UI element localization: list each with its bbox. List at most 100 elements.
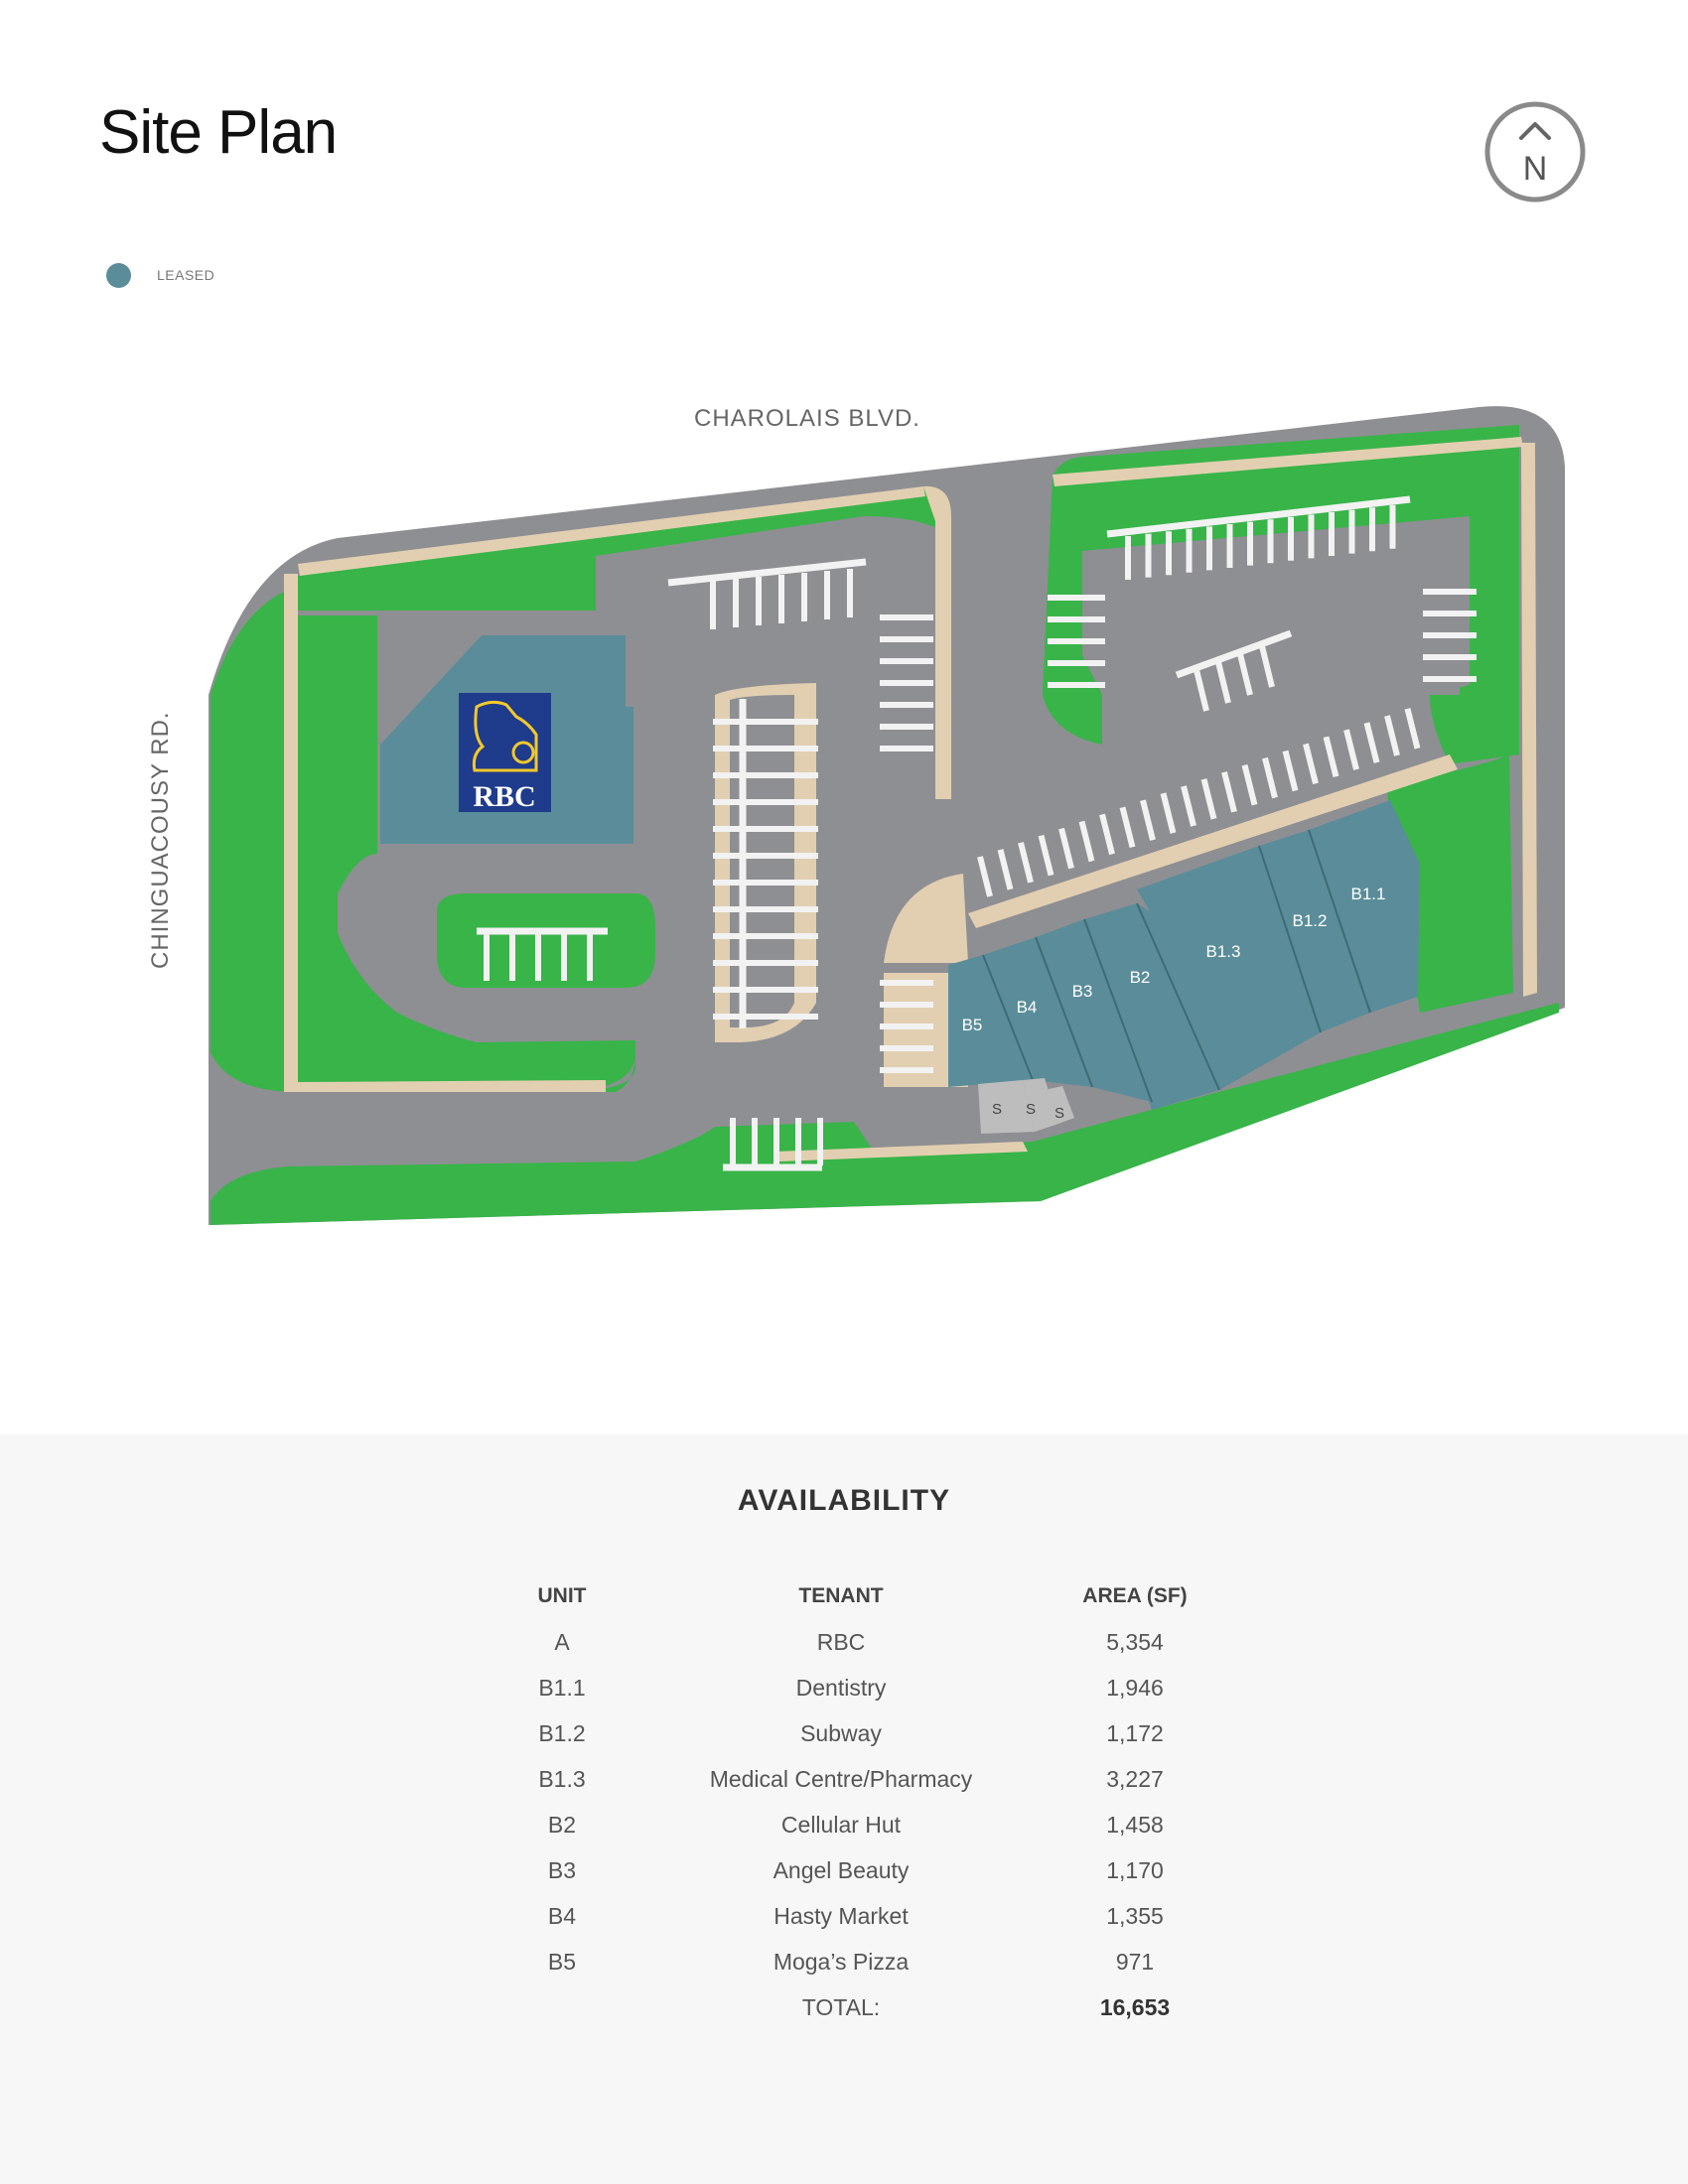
parking-stripe [1078, 820, 1095, 863]
unit-b4 [983, 937, 1092, 1087]
parking-stripe [1215, 661, 1231, 704]
service-room-2 [1023, 1078, 1058, 1132]
north-arrow-icon: N [1484, 101, 1586, 203]
landscape-north-left [298, 485, 951, 611]
parking-stripe [1221, 771, 1237, 813]
sidewalk-corner-east [884, 973, 968, 1087]
table-row: B4 Hasty Market 1,355 [483, 1893, 1229, 1939]
availability-section: AVAILABILITY UNIT TENANT AREA (SF) A RBC… [0, 1434, 1688, 2184]
parking-stripe [1099, 813, 1115, 856]
cell-area: 971 [1115, 1948, 1155, 1975]
table-header: UNIT TENANT AREA (SF) [483, 1573, 1229, 1619]
parking-stripe [1181, 785, 1196, 827]
cell-unit: B3 [547, 1856, 577, 1883]
unit-label-b1-3: B1.3 [1206, 942, 1241, 961]
rbc-logo-text: RBC [473, 780, 535, 813]
site-map: RBC B1.1 B1.2 B1.3 B2 B3 B4 B5 S S [209, 406, 1565, 1225]
parking-stripe [1058, 827, 1074, 870]
cell-unit: B2 [547, 1811, 577, 1838]
unit-b3 [1036, 919, 1152, 1102]
cell-unit: B1.3 [538, 1765, 586, 1792]
page-title: Site Plan [99, 98, 338, 167]
header-tenant: TENANT [798, 1584, 884, 1607]
sidewalk-south [774, 1142, 1028, 1161]
parking-stripe [1259, 645, 1275, 688]
cell-area: 1,355 [1106, 1902, 1164, 1929]
cell-unit: B4 [547, 1902, 577, 1929]
parking-stalls [477, 495, 1477, 1171]
landscape-northeast [1043, 425, 1519, 764]
service-room-1 [978, 1080, 1035, 1134]
compass-letter: N [1523, 150, 1548, 188]
cell-unit: A [554, 1628, 570, 1655]
parking-stripe [1363, 722, 1380, 763]
sidewalk-corner [884, 874, 968, 963]
drive-thru-island [437, 893, 655, 988]
cell-tenant: Moga’s Pizza [773, 1948, 910, 1975]
road-label-north: CHAROLAIS BLVD. [694, 405, 920, 432]
table-row: A RBC 5,354 [483, 1619, 1229, 1665]
unit-b1-1 [1309, 800, 1420, 1013]
sidewalk-north-island [923, 485, 951, 799]
parking-stripe [1038, 834, 1055, 877]
parking-stripe [1404, 708, 1421, 750]
parking-stripe [997, 849, 1014, 890]
sidewalk-north [298, 486, 925, 576]
table-row: B1.2 Subway 1,172 [483, 1710, 1229, 1756]
parking-stripe [1200, 778, 1217, 820]
cell-tenant: Medical Centre/Pharmacy [709, 1765, 973, 1792]
unit-label-b4: B4 [1017, 998, 1038, 1017]
cell-area: 3,227 [1106, 1765, 1164, 1792]
lot-northeast [1102, 521, 1460, 854]
cell-tenant: Cellular Hut [780, 1811, 902, 1838]
unit-label-b5: B5 [962, 1016, 983, 1034]
table-row: B3 Angel Beauty 1,170 [483, 1847, 1229, 1893]
unit-b1-2 [1259, 830, 1370, 1032]
availability-title: AVAILABILITY [737, 1484, 951, 1517]
cell-tenant: Subway [800, 1719, 882, 1746]
service-label-1: S [992, 1101, 1002, 1118]
unit-b1-3 [1137, 846, 1321, 1090]
parking-stripe [1241, 763, 1258, 806]
service-label-2: S [1026, 1101, 1036, 1118]
table-row: B5 Moga’s Pizza 971 [483, 1939, 1229, 1984]
unit-label-b2: B2 [1130, 968, 1151, 987]
leased-swatch [106, 262, 131, 288]
parking-stripe [1018, 842, 1034, 884]
sidewalk-storefront [968, 754, 1458, 928]
rbc-lion-icon [472, 700, 538, 772]
header-area: AREA (SF) [1082, 1584, 1188, 1607]
table-total-row: TOTAL: 16,653 [483, 1984, 1229, 2030]
parking-stripe [977, 856, 993, 897]
unit-label-b1-1: B1.1 [1351, 885, 1386, 903]
parking-stripe [1119, 806, 1136, 849]
sidewalk-east [1521, 443, 1537, 997]
retail-building [948, 800, 1420, 1134]
parking-stripe [1160, 792, 1177, 834]
table-row: B1.3 Medical Centre/Pharmacy 3,227 [483, 1756, 1229, 1802]
service-label-3: S [1055, 1105, 1064, 1122]
cell-area: 1,170 [1106, 1856, 1164, 1883]
landscape-south [211, 1003, 1559, 1225]
cell-unit: B1.1 [538, 1674, 586, 1701]
cell-unit: B5 [547, 1948, 577, 1975]
header-unit: UNIT [537, 1584, 587, 1607]
service-room-3 [1045, 1086, 1074, 1124]
cell-unit: B1.2 [538, 1719, 586, 1746]
cell-tenant: Hasty Market [774, 1902, 909, 1929]
cell-area: 5,354 [1106, 1628, 1164, 1655]
cell-tenant: Angel Beauty [773, 1856, 910, 1883]
parking-stripe [1303, 743, 1319, 785]
table-row: B2 Cellular Hut 1,458 [483, 1802, 1229, 1847]
unit-label-b1-2: B1.2 [1293, 911, 1328, 930]
table-row: B1.1 Dentistry 1,946 [483, 1665, 1229, 1710]
parking-stripe [1323, 736, 1339, 778]
cell-tenant: Dentistry [795, 1674, 887, 1701]
parking-stripe [1140, 799, 1156, 841]
landscape-west-inner [298, 615, 635, 1092]
parking-stripe [1106, 495, 1411, 538]
total-label: TOTAL: [801, 1993, 881, 2020]
cell-area: 1,458 [1106, 1811, 1164, 1838]
unit-b2 [1084, 903, 1219, 1110]
cell-area: 1,946 [1106, 1674, 1164, 1701]
